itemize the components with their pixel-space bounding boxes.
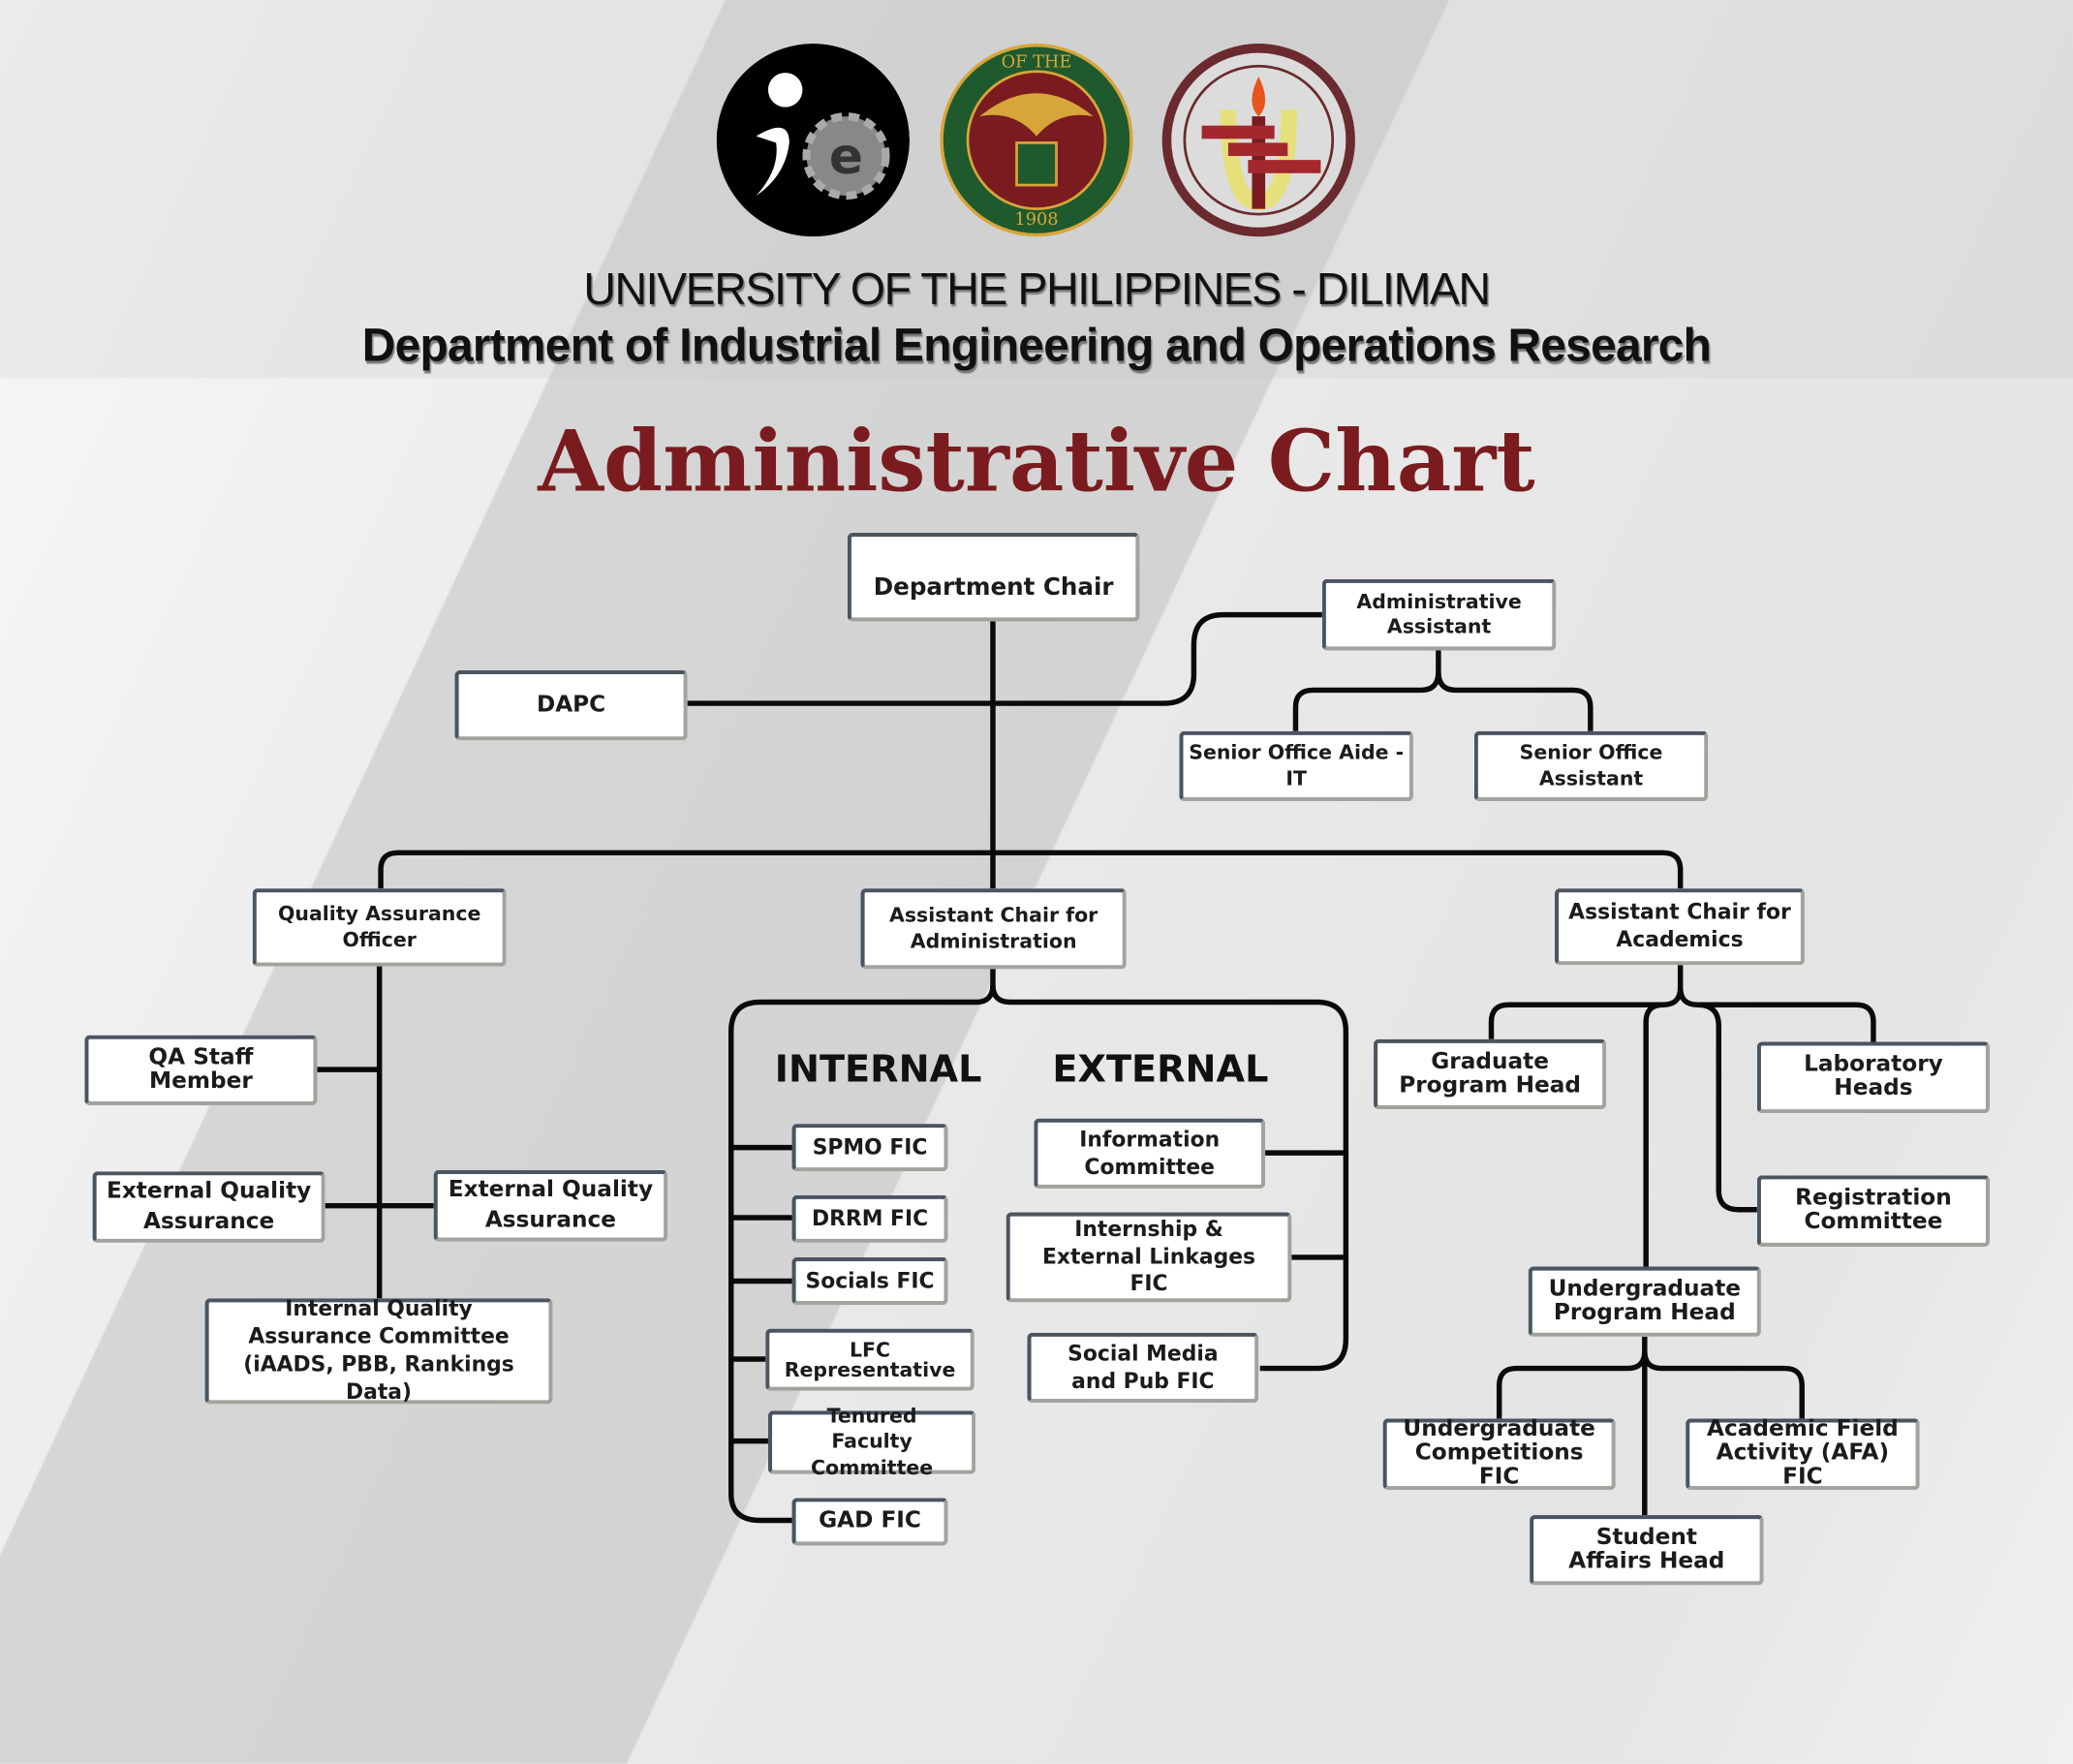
connector [687, 611, 1322, 706]
connector [1496, 1350, 1648, 1419]
connector [730, 1144, 792, 1444]
asst-chair-admin-box: Assistant Chair for Administration [860, 888, 1127, 970]
connector [1488, 965, 1684, 1039]
qa-staff-box: QA Staff Member [84, 1035, 318, 1105]
student-affairs-head-box: Student Affairs Head [1530, 1515, 1764, 1586]
connector [378, 850, 1684, 889]
connector [1436, 671, 1593, 731]
connector [728, 969, 996, 1524]
senior-office-assistant-box: Senior Office Assistant [1473, 730, 1709, 802]
laboratory-heads-box: Laboratory Heads [1756, 1041, 1991, 1114]
asst-chair-academics-box: Assistant Chair for Academics [1555, 888, 1805, 966]
internship-linkages-fic-box: Internship & External Linkages FIC [1006, 1212, 1292, 1303]
ie-logo: e [716, 44, 910, 237]
gad-fic-box: GAD FIC [791, 1498, 948, 1546]
internal-heading: INTERNAL [774, 1046, 982, 1091]
connector [1292, 650, 1441, 731]
connector [990, 984, 1349, 1372]
dapc-box: DAPC [454, 669, 688, 741]
university-name: UNIVERSITY OF THE PHILIPPINES - DILIMAN [583, 263, 1491, 315]
connector [1642, 1350, 1805, 1419]
connector [1677, 987, 1876, 1042]
information-committee-box: Information Committee [1034, 1118, 1266, 1189]
socials-fic-box: Socials FIC [791, 1256, 948, 1306]
external-qa-box: External Quality Assurance [433, 1169, 668, 1242]
external-heading: EXTERNAL [1052, 1046, 1269, 1091]
spmo-fic-box: SPMO FIC [791, 1124, 948, 1172]
svg-text:1908: 1908 [1014, 210, 1058, 230]
administrative-assistant-box: Administrative Assistant [1321, 578, 1557, 651]
registration-committee-box: Registration Committee [1756, 1175, 1991, 1248]
lfc-representative-box: LFC Representative [765, 1328, 975, 1391]
chart-title: Administrative Chart [538, 412, 1535, 512]
connector [1643, 1002, 1664, 1267]
department-chair-box: Department Chair [847, 533, 1140, 622]
academic-field-activity-fic-box: Academic Field Activity (AFA) FIC [1686, 1417, 1920, 1491]
undergraduate-competitions-fic-box: Undergraduate Competitions FIC [1382, 1417, 1616, 1491]
social-media-pub-fic-box: Social Media and Pub FIC [1027, 1332, 1259, 1404]
internal-qa-committee-box: Internal Quality Assurance Committee (iA… [204, 1296, 553, 1405]
tenured-faculty-committee-box: Tenured Faculty Committee [767, 1404, 976, 1479]
undergraduate-program-head-box: Undergraduate Program Head [1528, 1266, 1761, 1337]
external-qa-box: External Quality Assurance [92, 1171, 325, 1243]
svg-text:e: e [829, 128, 863, 186]
connector [1265, 1150, 1346, 1260]
connector [1697, 1002, 1757, 1213]
svg-text:OF THE: OF THE [1002, 53, 1072, 73]
senior-office-aide-it-box: Senior Office Aide - IT [1179, 730, 1413, 802]
department-name: Department of Industrial Engineering and… [361, 320, 1712, 372]
up-seal-logo: OF THE 1908 [940, 44, 1133, 237]
qa-officer-box: Quality Assurance Officer [252, 888, 507, 967]
coe-seal-logo [1161, 44, 1355, 237]
drrm-fic-box: DRRM FIC [791, 1194, 948, 1243]
graduate-program-head-box: Graduate Program Head [1374, 1038, 1607, 1110]
